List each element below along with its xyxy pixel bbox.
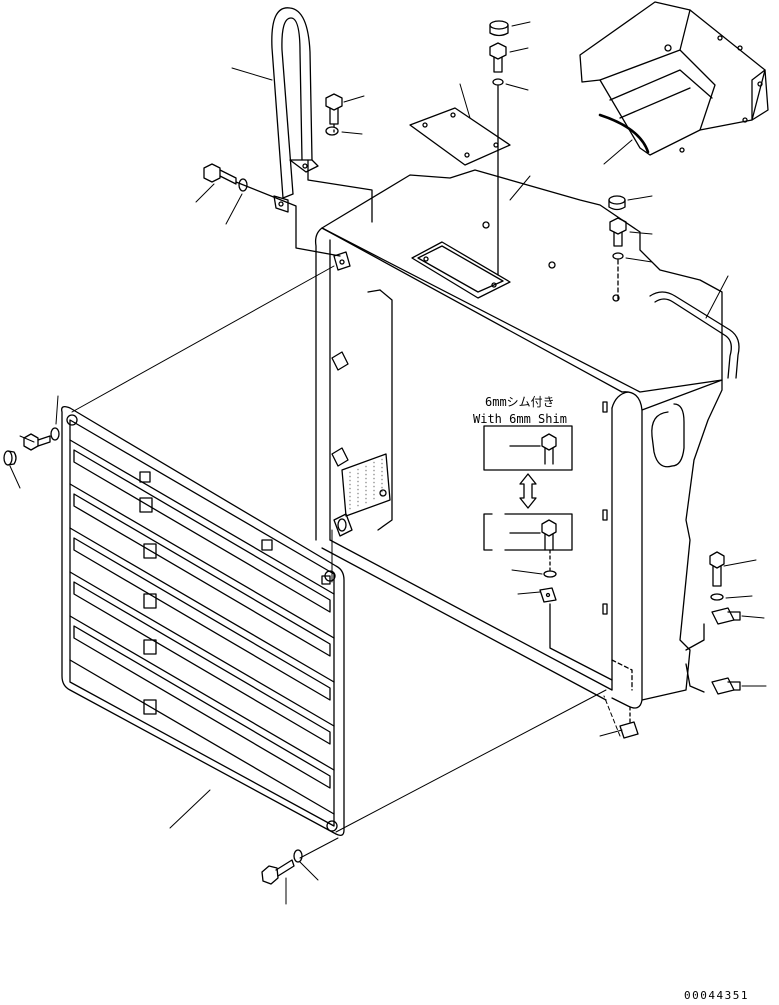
handrail-leader-path bbox=[307, 159, 373, 223]
latch-clip bbox=[602, 401, 608, 615]
side-clamp-upper bbox=[711, 607, 741, 625]
clamp-leader-lower bbox=[685, 663, 705, 693]
side-clamp-lower bbox=[711, 677, 741, 695]
front-grille bbox=[61, 406, 345, 836]
shim-box-with bbox=[483, 425, 573, 471]
hinge-lower bbox=[331, 447, 349, 467]
leader-lines bbox=[9, 21, 767, 905]
perforated-panel bbox=[341, 453, 391, 517]
assembly-lines bbox=[71, 265, 621, 859]
hose bbox=[649, 291, 740, 379]
right-washer bbox=[612, 252, 624, 260]
top-bolt bbox=[489, 42, 507, 73]
handrail bbox=[271, 7, 319, 213]
hood-frame bbox=[314, 169, 723, 709]
upper-washer bbox=[325, 126, 339, 136]
swap-arrow bbox=[519, 473, 537, 509]
handrail-bolt bbox=[203, 163, 237, 185]
cover-plate bbox=[409, 107, 511, 166]
handrail-washer bbox=[238, 178, 248, 192]
side-washer bbox=[710, 593, 724, 601]
cap-plug-right bbox=[608, 195, 626, 211]
shim-box-without bbox=[483, 513, 573, 551]
side-handle bbox=[651, 403, 685, 468]
right-bolt bbox=[609, 217, 627, 247]
bracket bbox=[579, 1, 769, 156]
grille-washer bbox=[50, 427, 60, 441]
grille-cap bbox=[3, 450, 17, 466]
mount-washer bbox=[543, 570, 557, 578]
bolt-leader-path bbox=[235, 181, 341, 257]
bottom-clamp bbox=[619, 721, 639, 739]
bottom-bolt bbox=[261, 859, 295, 885]
top-washer bbox=[492, 78, 504, 86]
side-bolt bbox=[709, 551, 725, 587]
grille-bolt bbox=[23, 433, 51, 451]
bottom-washer bbox=[293, 849, 303, 863]
hinge-bottom bbox=[333, 513, 353, 537]
drawing-number: 00044351 bbox=[684, 989, 749, 1002]
cap-plug-top bbox=[489, 20, 509, 37]
clamp-leader-path bbox=[549, 603, 613, 681]
shim-note-jp: 6mmシム付き bbox=[485, 395, 555, 409]
hinge-top bbox=[333, 251, 351, 271]
shim-note-en: With 6mm Shim bbox=[473, 412, 567, 426]
mount-clamp bbox=[539, 587, 557, 603]
clamp-leader-upper bbox=[685, 623, 705, 651]
upper-bolt bbox=[325, 93, 343, 125]
hinge-middle bbox=[331, 351, 349, 371]
